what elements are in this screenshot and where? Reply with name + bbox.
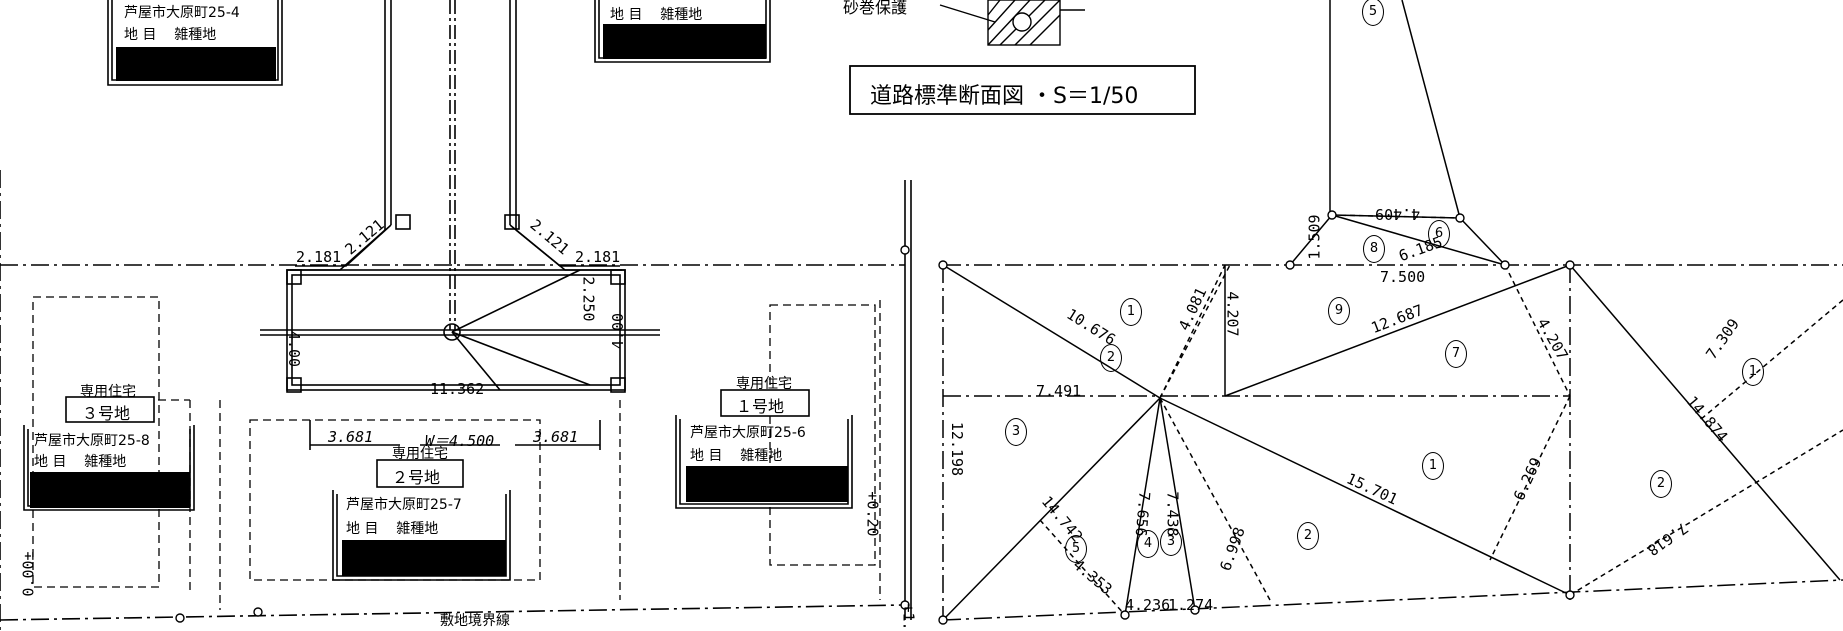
triangle-id: 8 — [1363, 235, 1385, 263]
dim-label: 4.00 — [285, 330, 304, 368]
section-symbol — [939, 0, 1085, 46]
lot3-category: 地 目 雑種地 — [34, 454, 127, 470]
lot2-number: ２号地 — [392, 468, 441, 487]
triangle-id: 1 — [1742, 358, 1764, 386]
dim-label: +1. — [899, 603, 918, 631]
lot3-number: ３号地 — [82, 404, 131, 423]
redacted-area — [603, 24, 766, 59]
dim-label: +0.20 — [863, 491, 882, 537]
distance-label: 4.409 — [1375, 205, 1421, 223]
title-box — [849, 65, 1196, 115]
dim-label: 2.181 — [296, 248, 342, 266]
triangle-id: 7 — [1445, 340, 1467, 368]
triangle-id: 2 — [1650, 470, 1672, 498]
distance-label: 7.500 — [1380, 268, 1426, 286]
lot-number-box — [65, 396, 155, 423]
dim-label: W＝4.500 — [425, 432, 495, 450]
lot1-category: 地 目 雑種地 — [690, 448, 783, 464]
dim-label: 4.00 — [609, 312, 628, 350]
triangle-id: 1 — [1120, 298, 1142, 326]
redacted-area — [30, 472, 190, 508]
distance-label: 4.207 — [1223, 291, 1242, 337]
lot-top-category: 地 目 雑種地 — [610, 7, 703, 23]
triangle-id: 6 — [1428, 220, 1450, 248]
distance-label: 4.236 — [1125, 596, 1171, 614]
redacted-area — [686, 466, 848, 502]
distance-label: 7.491 — [1036, 382, 1082, 400]
lot-number-box — [376, 459, 464, 488]
lot2-address: 芦屋市大原町25-7 — [346, 497, 462, 513]
triangle-id: 2 — [1100, 344, 1122, 372]
triangle-id: 9 — [1328, 297, 1350, 325]
triangle-id: 5 — [1065, 535, 1087, 563]
lot2-usage: 専用住宅 — [392, 446, 448, 462]
lot1-number: １号地 — [736, 397, 785, 416]
redacted-area — [342, 540, 506, 576]
dim-label: 3.681 — [328, 428, 374, 446]
dim-label: 11.362 — [430, 380, 485, 398]
title-text: 道路標準断面図 ・S＝1/50 — [870, 84, 1139, 109]
lot2-category: 地 目 雑種地 — [346, 521, 439, 537]
lot3-address: 芦屋市大原町25-8 — [34, 433, 150, 449]
triangle-id: 3 — [1005, 418, 1027, 446]
triangle-id: 1 — [1422, 452, 1444, 480]
triangle-id: 4 — [1137, 530, 1159, 558]
triangulation-network — [942, 0, 1843, 621]
dim-label: 0.00± — [19, 551, 38, 597]
lot4-category: 地 目 雑種地 — [124, 27, 217, 43]
triangle-id: 5 — [1362, 0, 1384, 26]
lot3-usage: 専用住宅 — [80, 384, 136, 400]
dim-label: 2.181 — [575, 248, 621, 266]
triangle-id: 3 — [1160, 528, 1182, 556]
dim-label: 2.250 — [579, 276, 598, 322]
top-note: 砂巻保護 — [843, 0, 908, 17]
triangle-id: 2 — [1297, 522, 1319, 550]
lot1-usage: 専用住宅 — [736, 376, 792, 392]
lot4-address: 芦屋市大原町25-4 — [124, 5, 240, 21]
dim-label: 3.681 — [533, 428, 579, 446]
boundary-label: 敷地境界線 — [440, 613, 510, 629]
distance-label: 1.509 — [1305, 214, 1324, 260]
distance-label: 1.274 — [1168, 596, 1214, 614]
redacted-area — [116, 47, 276, 81]
lot-number-box — [720, 389, 810, 417]
distance-label: 12.198 — [948, 421, 967, 477]
lot1-address: 芦屋市大原町25-6 — [690, 425, 806, 441]
